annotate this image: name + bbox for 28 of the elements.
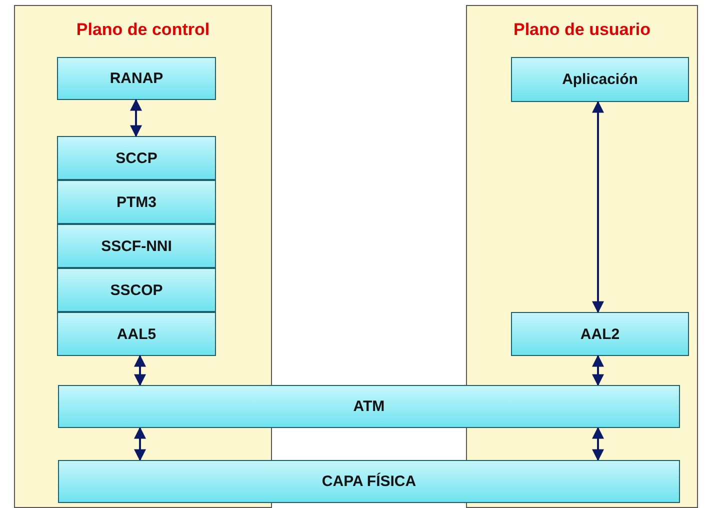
plane-title: Plano de usuario <box>512 20 652 40</box>
layer-box <box>57 224 216 268</box>
layer-label: SSCOP <box>110 282 163 298</box>
layer-label: RANAP <box>110 70 164 87</box>
layer-box <box>57 268 216 312</box>
layer-label: ATM <box>353 398 385 415</box>
layer-label: Aplicación <box>562 71 638 88</box>
layer-box <box>57 136 216 180</box>
layer-box <box>58 460 680 503</box>
layer-box <box>57 57 216 100</box>
double-arrow <box>592 100 604 314</box>
layer-label: AAL5 <box>116 326 156 342</box>
layer-box <box>511 312 689 356</box>
double-arrow <box>134 354 146 386</box>
layer-label: CAPA FÍSICA <box>322 473 416 490</box>
layer-label: SCCP <box>116 150 158 166</box>
layer-label: AAL2 <box>580 326 620 342</box>
layer-box <box>57 312 216 356</box>
layer-box <box>58 385 680 428</box>
double-arrow <box>592 426 604 462</box>
layer-box <box>57 180 216 224</box>
layer-box <box>511 57 689 102</box>
double-arrow <box>134 426 146 462</box>
double-arrow <box>130 98 142 138</box>
layer-label: SSCF-NNI <box>101 238 172 254</box>
plane-title: Plano de control <box>75 20 211 40</box>
double-arrow <box>592 354 604 386</box>
layer-label: PTM3 <box>116 194 156 210</box>
